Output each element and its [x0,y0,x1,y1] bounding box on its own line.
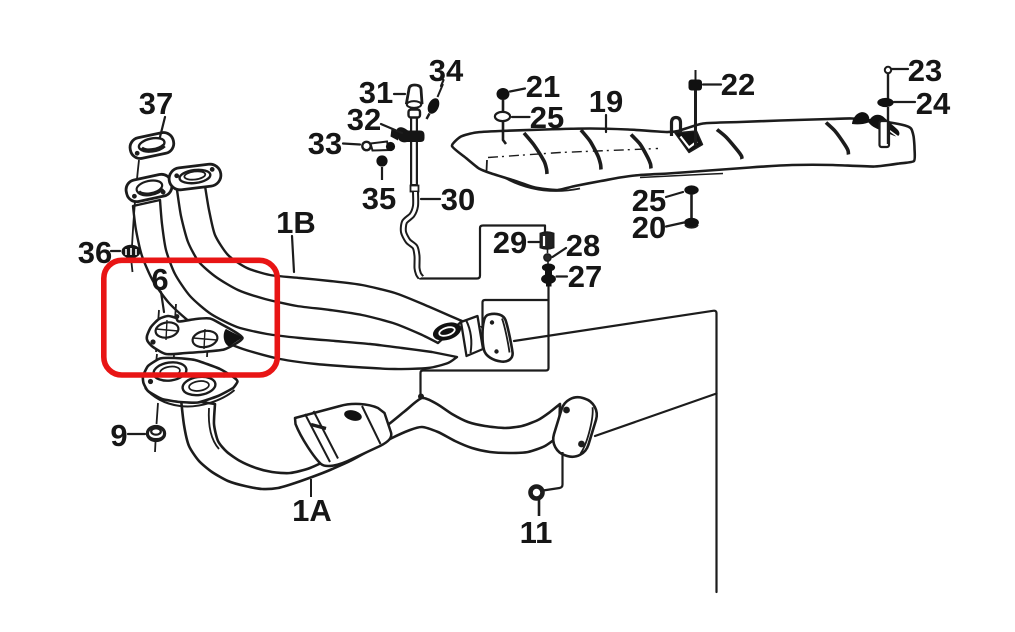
svg-text:25: 25 [530,100,564,135]
svg-text:1A: 1A [292,493,332,528]
svg-text:24: 24 [916,86,951,121]
svg-text:27: 27 [568,259,602,294]
svg-text:37: 37 [139,86,173,121]
svg-text:34: 34 [429,53,464,88]
svg-text:33: 33 [308,126,342,161]
svg-text:25: 25 [632,183,666,218]
svg-text:30: 30 [441,182,475,217]
svg-text:31: 31 [359,75,393,110]
svg-text:22: 22 [721,67,755,102]
svg-text:11: 11 [520,515,553,550]
svg-text:32: 32 [347,102,381,137]
svg-text:23: 23 [908,53,942,88]
svg-text:19: 19 [589,84,623,119]
svg-text:29: 29 [493,225,527,260]
svg-text:36: 36 [78,235,112,270]
svg-text:21: 21 [526,69,560,104]
svg-text:20: 20 [632,210,666,245]
svg-text:28: 28 [566,228,600,263]
svg-text:6: 6 [151,262,168,297]
svg-text:35: 35 [362,181,396,216]
svg-text:1B: 1B [276,205,316,240]
svg-text:9: 9 [110,418,127,453]
